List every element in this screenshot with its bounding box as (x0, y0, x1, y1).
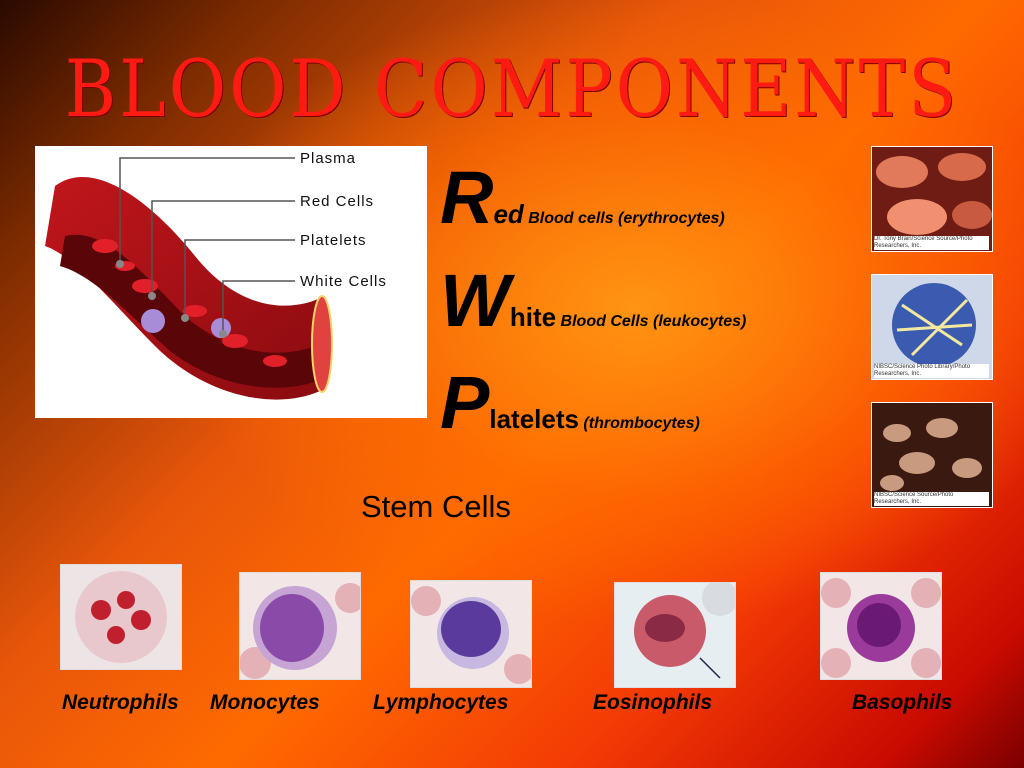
letter-w: W (440, 259, 510, 342)
label-eosinophils: Eosinophils (593, 691, 713, 714)
rest-white: hite (509, 302, 557, 332)
white-cell-photo: NIBSC/Science Photo Library/Photo Resear… (871, 274, 993, 380)
rest-platelets: latelets (489, 404, 579, 434)
letter-p: P (440, 361, 490, 444)
lymphocyte-image (410, 580, 532, 688)
label-white-cells: White Cells (300, 273, 387, 290)
slide-title: BLOOD COMPONENTS (64, 43, 960, 135)
neutrophil-image (60, 564, 182, 670)
label-red-cells: Red Cells (300, 193, 374, 210)
red-cells-photo: Dr. Tony Brain/Science Source/Photo Rese… (871, 146, 993, 252)
photo-caption: Dr. Tony Brain/Science Source/Photo Rese… (874, 236, 989, 250)
platelets-photo: NIBSC/Science Source/Photo Researchers, … (871, 402, 993, 508)
basophil-image (820, 572, 942, 680)
rest-red: ed (493, 199, 524, 229)
monocyte-image (239, 572, 361, 680)
label-neutrophils: Neutrophils (62, 691, 179, 714)
detail-white: Blood Cells (leukocytes) (560, 313, 747, 330)
rwp-red: Red Blood cells (erythrocytes) (440, 155, 725, 240)
label-lymphocytes: Lymphocytes (373, 691, 509, 714)
label-platelets: Platelets (300, 232, 367, 249)
detail-platelets: (thrombocytes) (583, 415, 700, 432)
photo-caption: NIBSC/Science Source/Photo Researchers, … (874, 492, 989, 506)
rwp-platelets: Platelets (thrombocytes) (440, 360, 700, 445)
blood-vessel-diagram: Plasma Red Cells Platelets White Cells (35, 146, 427, 418)
label-basophils: Basophils (852, 691, 953, 714)
label-plasma: Plasma (300, 150, 356, 167)
eosinophil-image (614, 582, 736, 688)
photo-caption: NIBSC/Science Photo Library/Photo Resear… (874, 364, 989, 378)
letter-r: R (440, 156, 494, 239)
label-monocytes: Monocytes (210, 691, 320, 714)
rwp-white: White Blood Cells (leukocytes) (440, 258, 746, 343)
stem-cells-label: Stem Cells (361, 489, 511, 524)
detail-red: Blood cells (erythrocytes) (528, 210, 725, 227)
